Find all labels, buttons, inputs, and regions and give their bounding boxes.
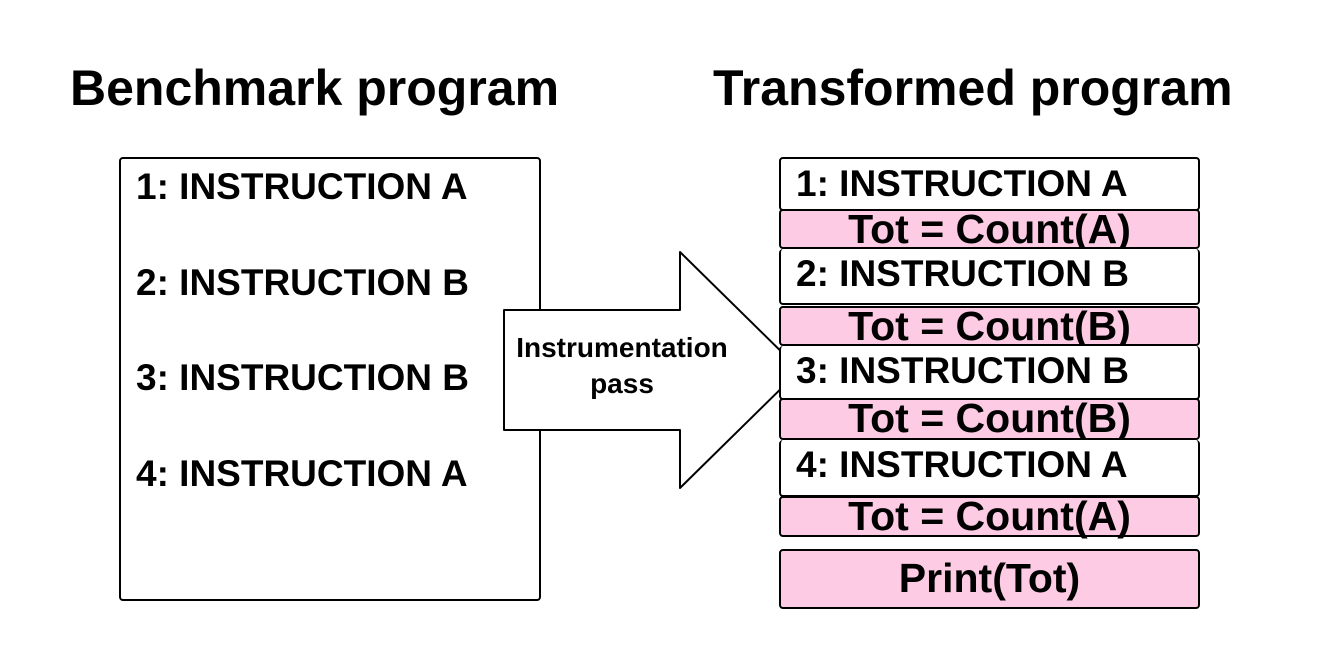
arrow-label-line1: Instrumentation bbox=[516, 332, 728, 363]
benchmark-instruction-2: 2: INSTRUCTION B bbox=[136, 262, 469, 303]
benchmark-instruction-3: 3: INSTRUCTION B bbox=[136, 357, 469, 398]
count-statement-3: Tot = Count(B) bbox=[779, 398, 1200, 440]
count-statement-4: Tot = Count(A) bbox=[779, 496, 1200, 537]
count-statement-1: Tot = Count(A) bbox=[779, 209, 1200, 250]
count-statement-2: Tot = Count(B) bbox=[779, 306, 1200, 347]
print-statement: Print(Tot) bbox=[779, 549, 1200, 609]
benchmark-program-box: 1: INSTRUCTION A 2: INSTRUCTION B 3: INS… bbox=[119, 157, 541, 601]
benchmark-instruction-4: 4: INSTRUCTION A bbox=[136, 453, 468, 494]
arrow-label-line2: pass bbox=[590, 368, 654, 399]
arrow-label: Instrumentation pass bbox=[504, 330, 740, 402]
transformed-instruction-2: 2: INSTRUCTION B bbox=[779, 249, 1200, 305]
transformed-instruction-1: 1: INSTRUCTION A bbox=[779, 157, 1200, 211]
transformed-program-box: 1: INSTRUCTION A Tot = Count(A) 2: INSTR… bbox=[779, 157, 1200, 609]
transformed-instruction-3: 3: INSTRUCTION B bbox=[779, 346, 1200, 400]
benchmark-program-title: Benchmark program bbox=[70, 60, 560, 116]
transformed-program-title: Transformed program bbox=[713, 60, 1233, 116]
transformed-instruction-4: 4: INSTRUCTION A bbox=[779, 440, 1200, 497]
benchmark-instruction-1: 1: INSTRUCTION A bbox=[136, 166, 468, 207]
